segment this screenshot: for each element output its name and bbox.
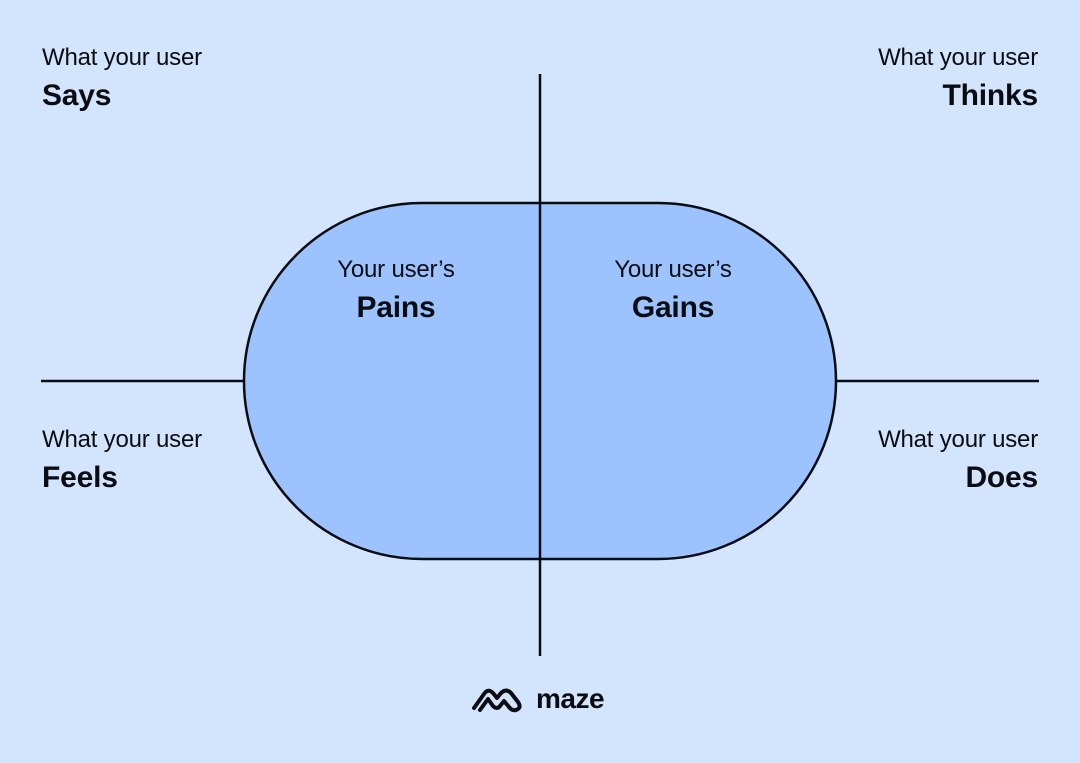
quadrant-thinks-prefix: What your user: [878, 44, 1038, 71]
quadrant-thinks: What your user Thinks: [778, 44, 1038, 114]
quadrant-does: What your user Does: [778, 426, 1038, 496]
quadrant-does-prefix: What your user: [878, 426, 1038, 453]
center-pains-title: Pains: [356, 291, 436, 324]
quadrant-says-title: Says: [42, 79, 112, 112]
maze-logo-icon: [472, 688, 522, 713]
center-gains-prefix: Your user’s: [614, 256, 732, 283]
center-pains: Your user’s Pains: [266, 256, 526, 326]
quadrant-thinks-title: Thinks: [942, 79, 1039, 112]
center-pains-prefix: Your user’s: [337, 256, 455, 283]
center-gains: Your user’s Gains: [543, 256, 803, 326]
quadrant-says-prefix: What your user: [42, 44, 202, 71]
brand-name: maze: [536, 683, 605, 714]
quadrant-does-title: Does: [965, 461, 1038, 494]
quadrant-says: What your user Says: [42, 44, 302, 114]
center-gains-title: Gains: [631, 291, 715, 324]
brand-logo: maze: [470, 682, 605, 716]
quadrant-feels-title: Feels: [42, 461, 118, 494]
quadrant-feels-prefix: What your user: [42, 426, 202, 453]
quadrant-feels: What your user Feels: [42, 426, 302, 496]
